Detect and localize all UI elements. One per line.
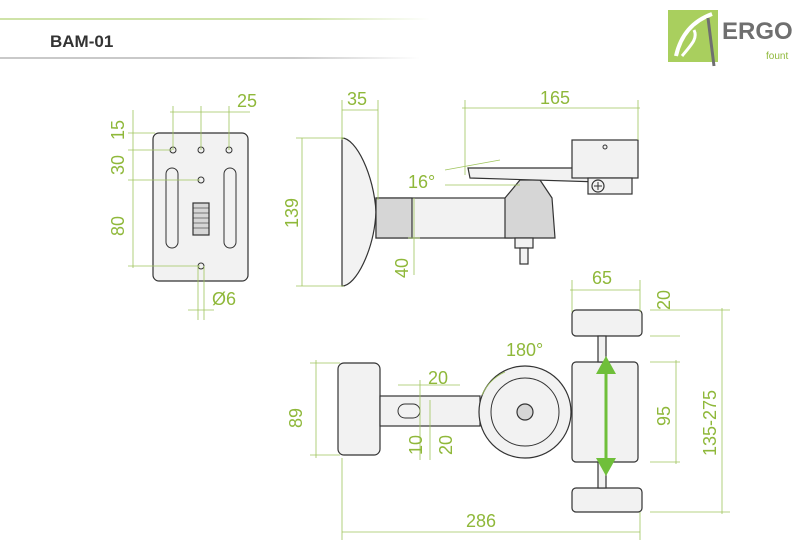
top-wall-base — [337, 362, 381, 456]
dim-clamp-width: 65 — [592, 268, 612, 288]
dim-plate-hole-spacing: 25 — [237, 91, 257, 111]
dim-clamp-opening: 95 — [654, 406, 674, 426]
rotation-hub — [516, 403, 534, 421]
dim-plate-slot-offset: 30 — [108, 155, 128, 175]
dim-plate-hole-diameter: Ø6 — [212, 289, 236, 309]
dim-arm-reach: 165 — [540, 88, 570, 108]
wall-base — [341, 137, 377, 287]
plate-slot — [223, 167, 237, 249]
dim-clamp-jaw: 20 — [654, 290, 674, 310]
dim-plate-top-offset: 15 — [108, 120, 128, 140]
top-view: 65 20 180° 20 10 20 89 95 135-275 286 — [286, 268, 730, 540]
rotation-ring — [490, 377, 560, 447]
brand-logo — [668, 8, 798, 68]
brand-sub: fount — [766, 51, 789, 62]
arm-joint — [504, 179, 556, 239]
dim-slot-short: 10 — [406, 435, 426, 455]
arm-collar — [375, 197, 413, 239]
plate-gear — [192, 202, 210, 236]
dim-base-height: 139 — [282, 198, 302, 228]
plate-slot — [165, 167, 179, 249]
bottom-rule — [0, 57, 420, 59]
clamp-block — [571, 139, 639, 179]
dim-rotation: 180° — [506, 340, 543, 360]
brand-name: ERGO — [722, 18, 793, 45]
dim-tilt-angle: 16° — [408, 172, 435, 192]
dim-total-length: 286 — [466, 511, 496, 531]
dim-plate-slot-length: 80 — [108, 216, 128, 236]
dim-base-depth: 35 — [347, 89, 367, 109]
joint-nut — [514, 237, 534, 249]
dim-clamp-range: 135-275 — [700, 390, 720, 456]
dim-side-height: 89 — [286, 408, 306, 428]
dim-arm-tube: 40 — [392, 258, 412, 278]
ergo-logo-icon — [668, 10, 718, 67]
joint-bolt — [519, 247, 529, 265]
dim-slot-width: 20 — [428, 368, 448, 388]
clamp-jaw-bottom — [571, 487, 643, 513]
jaw-rod-top — [597, 335, 607, 363]
model-title: BAM-01 — [50, 32, 114, 51]
clamp-hole — [602, 144, 608, 150]
dim-slot-long: 20 — [436, 435, 456, 455]
arrow-up-icon — [596, 356, 616, 374]
arrow-down-icon — [596, 458, 616, 476]
top-rule — [0, 18, 430, 20]
clamp-jaw-top — [571, 309, 643, 337]
header: BAM-01 ERGO fount — [0, 0, 800, 80]
wall-plate-view: 15 25 30 80 Ø6 — [108, 91, 257, 320]
side-view: 35 165 16° 139 40 — [282, 88, 640, 287]
